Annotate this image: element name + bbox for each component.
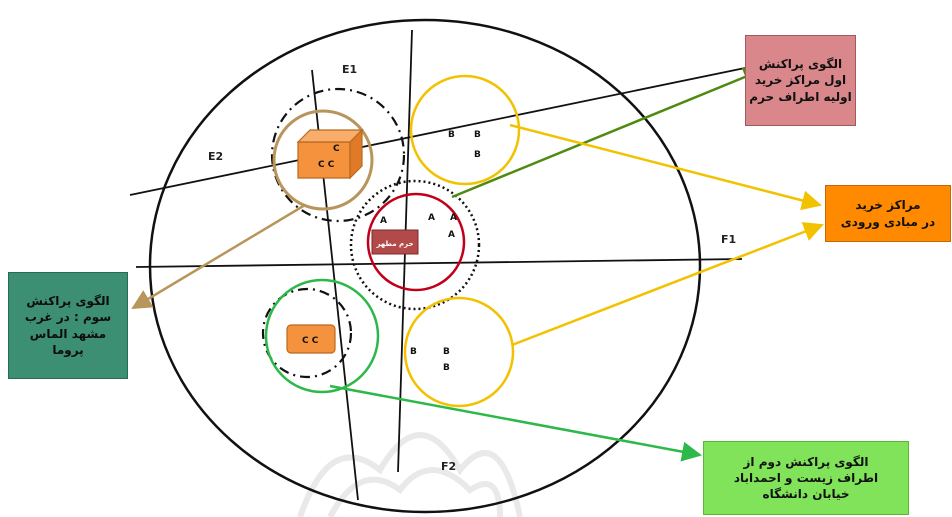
arrow-upper-to-entrances <box>509 123 822 211</box>
third-pattern-line-1: الگوی پراکنش <box>26 294 110 309</box>
third-pattern-box: الگوی پراکنش سوم : در غرب مشهد الماس پرو… <box>8 272 128 379</box>
haram-ring-dotted <box>349 179 481 311</box>
third-pattern-line-2: سوم : در غرب <box>24 310 112 325</box>
a-letter-4: A <box>448 230 455 240</box>
arrow-haram-to-first-box <box>451 67 764 199</box>
entrances-box: مراکز خرید در مبادی ورودی <box>825 185 951 242</box>
orange-box-letters: C C <box>302 336 319 346</box>
second-pattern-box: الگوی پراکنش دوم از اطراف زیست و احمدابا… <box>703 441 909 515</box>
arrow-lower-to-entrances <box>511 222 824 347</box>
shopping-center-cube <box>296 128 364 180</box>
axis-f1-line <box>135 258 743 268</box>
b-letter-3: B <box>474 150 481 160</box>
entrance-circle-lower <box>403 296 515 408</box>
entrances-line-1: مراکز خرید <box>855 198 921 213</box>
cube-letter-top: C <box>333 144 340 154</box>
first-pattern-line-3: اولیه اطراف حرم <box>749 89 852 104</box>
third-pattern-line-3: مشهد الماس <box>29 326 107 341</box>
cluster-circle-tan <box>272 109 374 211</box>
shopping-center-box-lower <box>286 324 336 354</box>
b-letter-1: B <box>448 130 455 140</box>
b-letter-6: B <box>443 363 450 373</box>
haram-box <box>371 229 419 255</box>
first-pattern-line-1: الگوی پراکنش <box>758 57 843 72</box>
third-pattern-line-4: پروما <box>52 342 84 357</box>
cluster-circle-green <box>264 278 380 394</box>
watermark-ornament <box>297 432 523 517</box>
a-letter-1: A <box>380 216 387 226</box>
b-letter-2: B <box>474 130 481 140</box>
arrow-green-to-second-box <box>329 384 702 462</box>
b-letter-5: B <box>443 347 450 357</box>
first-pattern-box: الگوی پراکنش اول مراکز خرید اولیه اطراف … <box>745 35 856 126</box>
second-pattern-line-3: خیابان دانشگاه <box>762 487 850 502</box>
second-pattern-line-2: اطراف زیست و احمداباد <box>733 470 879 485</box>
label-e2: E2 <box>208 150 223 163</box>
entrance-circle-upper <box>409 74 521 186</box>
b-letter-4: B <box>410 347 417 357</box>
label-f2: F2 <box>441 460 456 473</box>
a-letter-3: A <box>450 213 457 223</box>
first-pattern-line-2: اول مراکز خرید <box>754 73 847 88</box>
entrances-line-2: در مبادی ورودی <box>840 214 936 229</box>
cluster-ring-dashdot-lower <box>261 287 353 379</box>
a-letter-2: A <box>428 213 435 223</box>
cluster-ring-dashdot-upper <box>270 87 406 223</box>
haram-box-label: حرم مطهر <box>375 240 413 248</box>
label-f1: F1 <box>721 233 736 246</box>
second-pattern-line-1: الگوی پراکنش دوم از <box>743 454 869 469</box>
axis-e2-line <box>129 67 746 196</box>
cube-letters-bottom: C C <box>318 160 335 170</box>
arrow-tan-to-third-box <box>131 203 306 310</box>
haram-circle-red <box>366 192 466 292</box>
label-e1: E1 <box>342 63 357 76</box>
